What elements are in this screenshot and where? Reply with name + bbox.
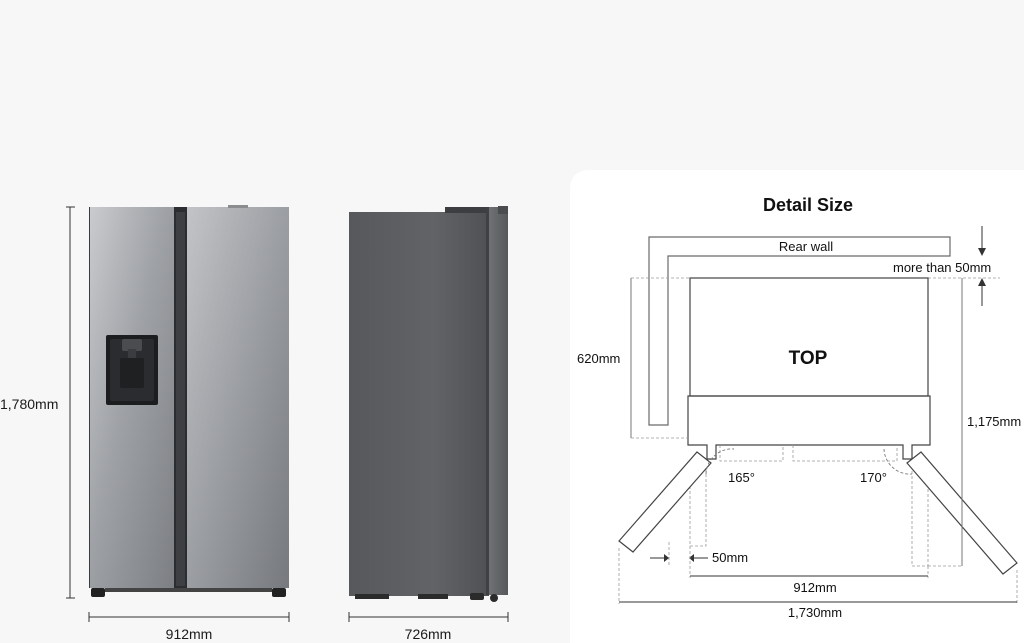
front-foot-right (272, 588, 286, 597)
open-width-label: 1,730mm (788, 605, 842, 620)
top-label: TOP (789, 348, 828, 369)
detail-panel-background (570, 170, 1024, 643)
rear-wall: Rear wall (648, 236, 951, 426)
side-gap-label: 50mm (712, 550, 748, 565)
side-view: 726mm (348, 206, 509, 642)
angle-right-label: 170° (860, 470, 887, 485)
detail-size-panel: Detail Size Rear wall more than 50mm TOP (570, 170, 1024, 643)
rear-wall-label: Rear wall (779, 239, 833, 254)
front-height-label: 1,780mm (0, 396, 58, 412)
detail-width-dimension: 912mm (689, 546, 929, 595)
detail-width-label: 912mm (793, 580, 836, 595)
side-gap-dimension: 50mm (650, 542, 748, 566)
detail-title: Detail Size (763, 195, 853, 215)
fridge-front (89, 205, 289, 597)
gap-dimension: more than 50mm (893, 226, 1000, 306)
angle-left-label: 165° (728, 470, 755, 485)
gap-label: more than 50mm (893, 260, 991, 275)
front-height-dimension: 1,780mm (0, 206, 75, 599)
open-left-door: 165° (618, 448, 755, 553)
right-door (187, 207, 289, 588)
side-cabinet (349, 212, 489, 596)
front-width-label: 912mm (166, 626, 213, 642)
side-depth-label: 726mm (405, 626, 452, 642)
open-width-dimension: 1,730mm (618, 548, 1018, 620)
side-door (486, 207, 508, 595)
open-depth-label: 1,175mm (967, 414, 1021, 429)
fridge-top-view: TOP (687, 277, 931, 567)
depth-label: 620mm (577, 351, 620, 366)
water-dispenser (106, 335, 158, 405)
front-foot-left (91, 588, 105, 597)
front-width-dimension: 912mm (88, 612, 290, 642)
door-front-strip (687, 395, 931, 460)
side-depth-dimension: 726mm (348, 612, 509, 642)
front-view: 1,780mm (0, 205, 290, 642)
depth-dimension: 620mm (577, 277, 690, 439)
open-depth-dimension: 1,175mm (928, 278, 1021, 567)
